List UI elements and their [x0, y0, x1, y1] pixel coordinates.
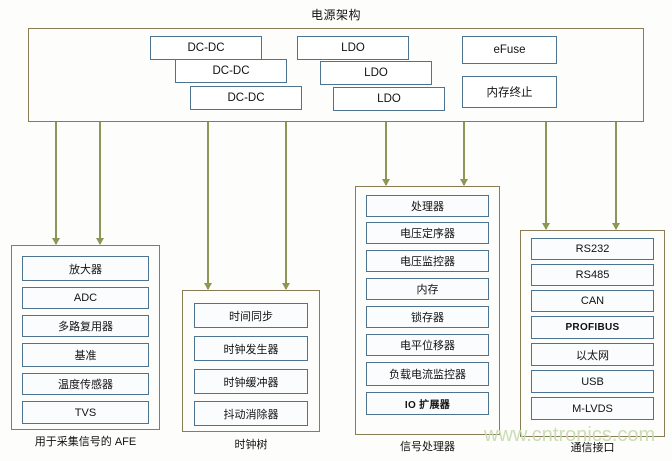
- group-label-signal-processor: 信号处理器: [400, 441, 455, 453]
- arrow-to-comm-interface-1: [545, 122, 547, 229]
- arrow-to-comm-interface-2: [615, 122, 617, 229]
- comm-interface-item-5[interactable]: USB: [531, 370, 654, 393]
- arrow-to-afe-2: [99, 122, 101, 244]
- afe-item-5[interactable]: TVS: [22, 401, 149, 424]
- comm-interface-item-2[interactable]: CAN: [531, 290, 654, 312]
- signal-processor-item-7[interactable]: IO 扩展器: [366, 392, 489, 415]
- afe-item-3[interactable]: 基准: [22, 343, 149, 367]
- group-label-clock-tree: 时钟树: [234, 439, 268, 451]
- comm-interface-item-1[interactable]: RS485: [531, 264, 654, 286]
- power-chip-efuse[interactable]: eFuse: [462, 36, 557, 64]
- group-label-comm-interface: 通信接口: [570, 442, 615, 454]
- afe-item-2[interactable]: 多路复用器: [22, 315, 149, 337]
- clock-tree-item-3[interactable]: 抖动消除器: [194, 401, 308, 426]
- power-chip-ldo-1[interactable]: LDO: [297, 36, 409, 60]
- comm-interface-item-0[interactable]: RS232: [531, 238, 654, 260]
- arrow-to-clock-tree-2: [285, 122, 287, 289]
- afe-item-4[interactable]: 温度传感器: [22, 373, 149, 395]
- clock-tree-item-0[interactable]: 时间同步: [194, 303, 308, 328]
- clock-tree-item-1[interactable]: 时钟发生器: [194, 336, 308, 361]
- afe-item-0[interactable]: 放大器: [22, 256, 149, 281]
- group-label-afe: 用于采集信号的 AFE: [34, 436, 137, 448]
- clock-tree-item-2[interactable]: 时钟缓冲器: [194, 369, 308, 394]
- comm-interface-item-3[interactable]: PROFIBUS: [531, 316, 654, 339]
- arrow-to-signal-processor-1: [385, 122, 387, 185]
- arrow-to-clock-tree-1: [207, 122, 209, 289]
- page-title: 电源架构: [310, 8, 361, 22]
- afe-item-1[interactable]: ADC: [22, 287, 149, 309]
- comm-interface-item-6[interactable]: M-LVDS: [531, 397, 654, 420]
- power-chip-memory-termination[interactable]: 内存终止: [462, 76, 557, 108]
- signal-processor-item-1[interactable]: 电压定序器: [366, 222, 489, 244]
- signal-processor-item-6[interactable]: 负载电流监控器: [366, 362, 489, 386]
- comm-interface-item-4[interactable]: 以太网: [531, 343, 654, 366]
- power-chip-ldo-2[interactable]: LDO: [320, 61, 432, 85]
- power-chip-dcdc-1[interactable]: DC-DC: [150, 36, 262, 60]
- arrow-to-afe-1: [55, 122, 57, 244]
- signal-processor-item-3[interactable]: 内存: [366, 278, 489, 300]
- signal-processor-item-4[interactable]: 锁存器: [366, 306, 489, 328]
- power-chip-dcdc-3[interactable]: DC-DC: [190, 86, 302, 110]
- signal-processor-item-5[interactable]: 电平位移器: [366, 334, 489, 356]
- arrow-to-signal-processor-2: [463, 122, 465, 185]
- power-chip-ldo-3[interactable]: LDO: [333, 87, 445, 111]
- signal-processor-item-2[interactable]: 电压监控器: [366, 250, 489, 272]
- power-chip-dcdc-2[interactable]: DC-DC: [175, 59, 287, 83]
- signal-processor-item-0[interactable]: 处理器: [366, 195, 489, 217]
